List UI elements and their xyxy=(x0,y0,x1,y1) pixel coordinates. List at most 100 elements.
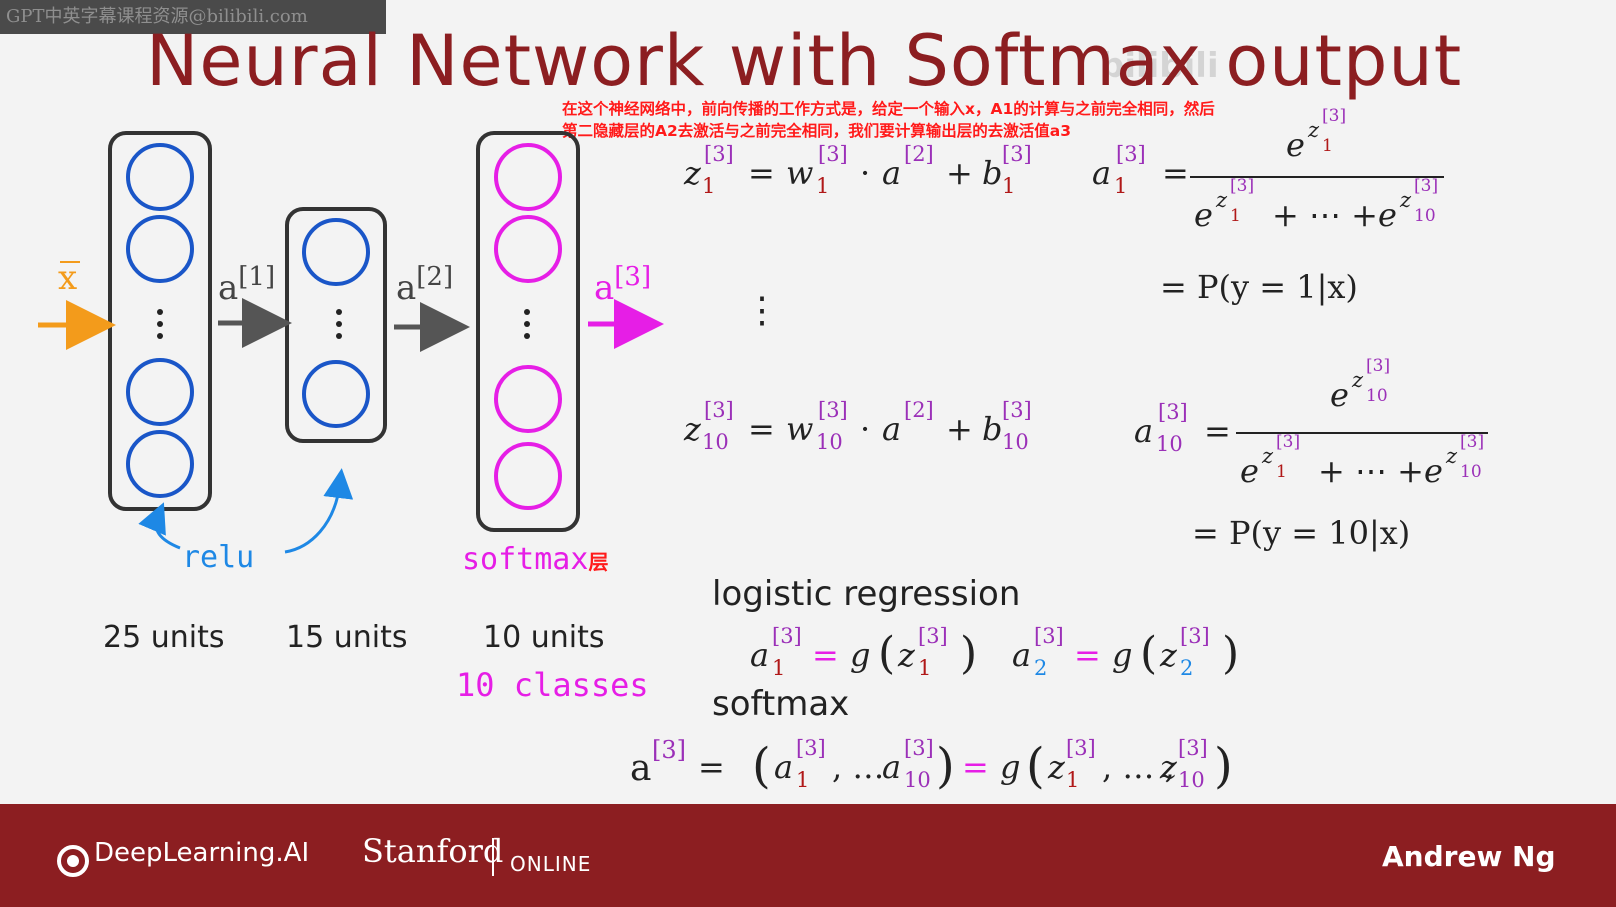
z-var: z xyxy=(1160,748,1177,786)
z1-equation: z [3] 1 = w [3] 1 · a [2] + b [3] 1 xyxy=(684,142,1032,198)
sub: 1 xyxy=(918,656,932,680)
a10-numerator: e z [3] 10 xyxy=(1330,356,1390,414)
watermark: GPT中英字幕课程资源@bilibili.com xyxy=(0,0,386,34)
e-var: e xyxy=(1378,196,1397,234)
a-var: a xyxy=(1012,636,1032,674)
layer2-neuron xyxy=(302,360,370,428)
online-label: ONLINE xyxy=(510,852,592,876)
deeplearning-logo: DeepLearning.AI xyxy=(94,838,310,868)
network-diagram xyxy=(38,131,664,554)
z-exp: z xyxy=(1262,444,1274,468)
sub: 10 xyxy=(702,430,729,454)
layer3-units: 10 units xyxy=(483,620,605,655)
sup: [3] xyxy=(1002,142,1032,166)
z-var: z xyxy=(898,636,915,674)
caption-line-2: 第二隐藏层的A2去激活与之前完全相同，我们要计算输出层的去激活值a3 xyxy=(562,122,1072,140)
sub: 10 xyxy=(1178,768,1205,792)
e-var: e xyxy=(1424,452,1443,490)
layer2-units: 15 units xyxy=(286,620,408,655)
sup: [3] xyxy=(704,142,734,166)
z-exp: z xyxy=(1216,188,1228,212)
a-var: a xyxy=(1092,154,1112,192)
sup: [3] xyxy=(1276,432,1301,452)
sup: [3] xyxy=(704,398,734,422)
a3-sup: [3] xyxy=(614,262,652,292)
vertical-dots: ⋮ xyxy=(744,290,780,331)
e-var: e xyxy=(1240,452,1259,490)
a10-softmax-equation: a [3] 10 = xyxy=(1134,400,1231,456)
sub: 1 xyxy=(772,656,786,680)
deeplearning-logo-icon xyxy=(57,845,89,877)
z-exp: z xyxy=(1308,118,1320,142)
bilibili-watermark: bilibili xyxy=(1100,46,1219,86)
a-vec: a xyxy=(630,748,652,789)
sub: 1 xyxy=(1230,206,1241,226)
z-exp: z xyxy=(1400,188,1412,212)
a-var: a xyxy=(1134,412,1154,450)
sup: [3] xyxy=(796,736,826,760)
author-name: Andrew Ng xyxy=(1382,840,1556,873)
sub: 1 xyxy=(1114,174,1128,198)
a-var: a xyxy=(774,748,794,786)
sup: [3] xyxy=(1322,106,1347,126)
w-var: w xyxy=(786,154,814,192)
z-exp: z xyxy=(1352,368,1364,392)
e-var: e xyxy=(1286,126,1305,164)
layer1-neuron xyxy=(126,215,194,283)
e-var: e xyxy=(1194,196,1213,234)
sup: [3] xyxy=(918,624,948,648)
a1-letter: a xyxy=(218,268,239,308)
plus-dots: + ⋯ + xyxy=(1272,196,1378,234)
slide-title: Neural Network with Softmax output xyxy=(146,20,1463,102)
sup: [3] xyxy=(1116,142,1146,166)
z-var: z xyxy=(684,154,701,192)
a-var: a xyxy=(750,636,770,674)
sub: 1 xyxy=(1002,174,1016,198)
sup: [3] xyxy=(818,398,848,422)
softmax-label: softmax层 xyxy=(462,542,608,577)
softmax-heading: softmax xyxy=(712,684,850,724)
sub: 2 xyxy=(1034,656,1048,680)
layer1-dots xyxy=(157,309,163,339)
footer-bar xyxy=(0,804,1616,907)
plus-dots: + ⋯ + xyxy=(1318,452,1424,490)
sup: [3] xyxy=(652,736,686,764)
p-y-10: = P(y = 10|x) xyxy=(1192,514,1411,552)
sup: [3] xyxy=(1158,400,1188,424)
layer2-box xyxy=(285,207,387,443)
caption-line-1: 在这个神经网络中，前向传播的工作方式是，给定一个输入x，A1的计算与之前完全相同… xyxy=(562,100,1215,118)
sup: [3] xyxy=(818,142,848,166)
sub: 1 xyxy=(1322,136,1333,156)
sub: 1 xyxy=(1276,462,1287,482)
a1-denominator: e z [3] 1 + ⋯ + e z [3] 10 xyxy=(1194,176,1438,234)
ellipsis: , … , xyxy=(1102,748,1175,786)
layer3-neuron xyxy=(494,365,562,433)
a-var: a xyxy=(882,748,902,786)
z-var: z xyxy=(1048,748,1065,786)
z10-equation: z [3] 10 = w [3] 10 · a [2] + b [3] 10 xyxy=(684,398,1032,454)
sub: 10 xyxy=(1366,386,1388,406)
b-var: b xyxy=(982,410,1003,448)
sup: [3] xyxy=(1178,736,1208,760)
input-x-label: x xyxy=(58,258,78,298)
softmax-word: softmax xyxy=(462,542,589,577)
logistic-a1: a [3] 1 = g ( z [3] 1 ) xyxy=(750,624,978,680)
z-var: z xyxy=(1160,636,1177,674)
sup: [3] xyxy=(772,624,802,648)
sup: [3] xyxy=(904,736,934,760)
a1-label: a[1] xyxy=(218,262,275,308)
layer3-dots xyxy=(524,309,530,339)
e-var: e xyxy=(1330,376,1349,414)
sub: 10 xyxy=(1460,462,1482,482)
a10-denominator: e z [3] 1 + ⋯ + e z [3] 10 xyxy=(1240,432,1484,490)
sup: [3] xyxy=(1180,624,1210,648)
a-var: a xyxy=(882,154,902,192)
subtitle-caption: 在这个神经网络中，前向传播的工作方式是，给定一个输入x，A1的计算与之前完全相同… xyxy=(562,98,1342,142)
a3-label: a[3] xyxy=(594,262,651,308)
sup: [3] xyxy=(1066,736,1096,760)
a1-sup: [1] xyxy=(238,262,276,292)
g-func: g xyxy=(1000,748,1021,786)
g-func: g xyxy=(1112,636,1133,674)
sub: 1 xyxy=(816,174,830,198)
a-var: a xyxy=(882,410,902,448)
